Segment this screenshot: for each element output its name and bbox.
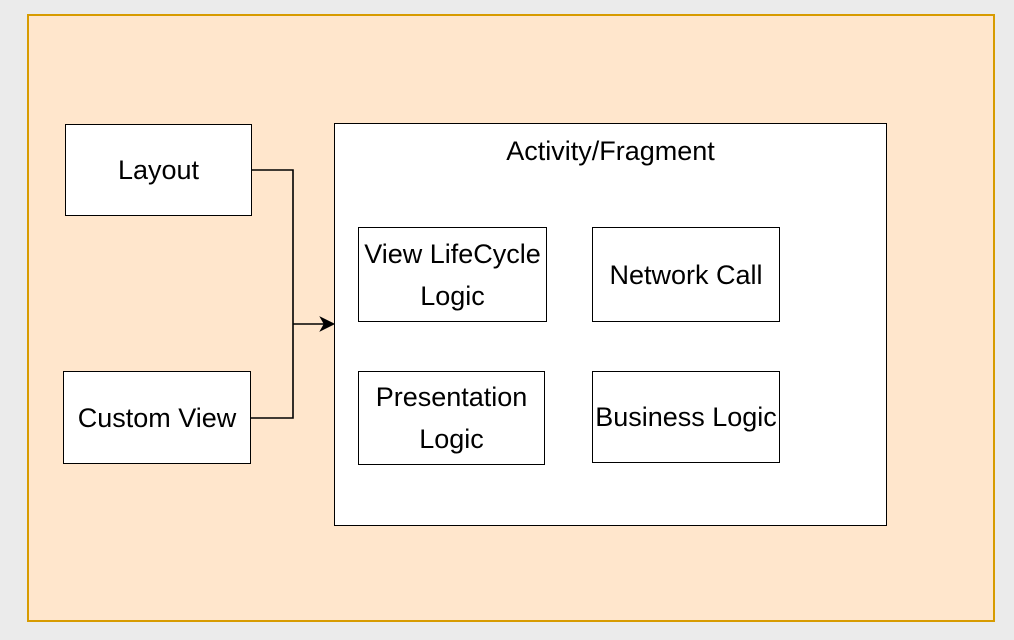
node-label: Custom View (77, 402, 237, 433)
node-label-line: View LifeCycle (364, 238, 541, 269)
node-label-line: Presentation (375, 382, 528, 412)
node-activity-fragment: Activity/Fragment (334, 123, 887, 526)
node-custom-view: Custom View (63, 371, 251, 464)
node-view-lifecycle-logic: View LifeCycle Logic (358, 227, 547, 322)
node-label-line: Logic (420, 280, 485, 311)
node-label: Network Call (609, 259, 763, 290)
node-business-logic: Business Logic (592, 371, 780, 463)
container-title: Activity/Fragment (506, 136, 715, 166)
node-label: Layout (117, 155, 200, 185)
node-label: Business Logic (595, 402, 777, 432)
node-label-line: Logic (419, 424, 484, 454)
node-presentation-logic: Presentation Logic (358, 371, 545, 465)
node-network-call: Network Call (592, 227, 780, 322)
node-layout: Layout (65, 124, 252, 216)
